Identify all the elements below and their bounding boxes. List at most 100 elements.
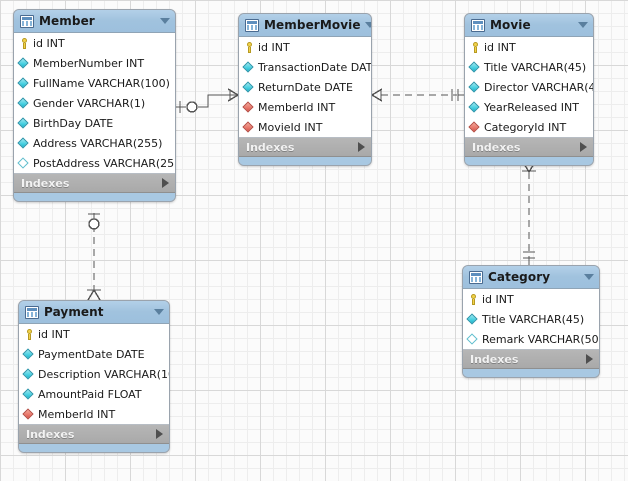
column-row[interactable]: MovieId INT [239,117,371,137]
diamond-glyph [22,367,34,380]
indexes-section-category[interactable]: Indexes [463,350,599,369]
diamond-glyph [466,332,478,345]
column-row[interactable]: PostAddress VARCHAR(255) [14,153,175,173]
table-title: MemberMovie [264,18,361,32]
column-row[interactable]: Title VARCHAR(45) [463,309,599,329]
chevron-down-icon[interactable] [154,309,164,315]
column-icon [242,80,256,94]
column-row[interactable]: Title VARCHAR(45) [465,57,593,77]
diamond-glyph [17,156,29,169]
column-label: PaymentDate DATE [38,347,145,361]
column-row[interactable]: Remark VARCHAR(500) [463,329,599,349]
indexes-label: Indexes [21,176,70,190]
expand-right-icon[interactable] [580,142,587,152]
column-label: Title VARCHAR(45) [482,312,585,326]
column-label: PostAddress VARCHAR(255) [33,156,176,170]
column-label: Address VARCHAR(255) [33,136,163,150]
chevron-down-icon[interactable] [364,22,371,28]
diamond-glyph [242,120,254,133]
column-row[interactable]: id INT [465,37,593,57]
column-label: Description VARCHAR(100) [38,367,169,381]
expand-right-icon[interactable] [586,354,593,364]
table-footer [465,157,593,165]
indexes-label: Indexes [470,352,519,366]
column-icon [468,80,482,94]
table-icon [471,18,485,32]
column-label: id INT [38,327,70,341]
table-payment[interactable]: Payment id INT PaymentDate DATE Description… [18,300,170,453]
column-row[interactable]: PaymentDate DATE [19,344,169,364]
column-row[interactable]: Gender VARCHAR(1) [14,93,175,113]
table-category[interactable]: Category id INT Title VARCHAR(45) Remark VA… [462,265,600,378]
primary-key-icon [467,293,480,306]
expand-right-icon[interactable] [358,142,365,152]
column-row[interactable]: FullName VARCHAR(100) [14,73,175,93]
table-footer [14,193,175,201]
table-header-movie[interactable]: Movie [465,14,593,37]
table-header-payment[interactable]: Payment [19,301,169,324]
table-header-category[interactable]: Category [463,266,599,289]
column-label: CategoryId INT [484,120,567,134]
column-row[interactable]: YearReleased INT [465,97,593,117]
table-header-member[interactable]: Member [14,10,175,33]
column-list: id INT Title VARCHAR(45) Remark VARCHAR(50… [463,289,599,350]
column-label: Title VARCHAR(45) [484,60,587,74]
foreign-key-icon [242,120,256,134]
table-icon [469,270,483,284]
column-icon [22,347,36,361]
column-label: id INT [33,36,65,50]
column-row[interactable]: MemberId INT [19,404,169,424]
diamond-glyph [468,120,480,133]
expand-right-icon[interactable] [156,429,163,439]
column-icon [242,60,256,74]
primary-key-icon [243,41,256,54]
column-label: Gender VARCHAR(1) [33,96,146,110]
column-icon [17,96,31,110]
indexes-section-payment[interactable]: Indexes [19,425,169,444]
primary-key-icon [23,328,36,341]
column-row[interactable]: BirthDay DATE [14,113,175,133]
expand-right-icon[interactable] [162,178,169,188]
connector-member-membermovie [176,88,239,113]
column-icon [17,76,31,90]
column-label: AmountPaid FLOAT [38,387,142,401]
diamond-glyph [468,60,480,73]
chevron-down-icon[interactable] [584,274,594,280]
indexes-section-member[interactable]: Indexes [14,174,175,193]
column-row[interactable]: TransactionDate DATE [239,57,371,77]
chevron-down-icon[interactable] [578,22,588,28]
column-list: id INT Title VARCHAR(45) Director VARCHAR(… [465,37,593,138]
foreign-key-icon [22,407,36,421]
column-label: YearReleased INT [484,100,579,114]
table-footer [19,444,169,452]
column-row[interactable]: AmountPaid FLOAT [19,384,169,404]
table-membermovie[interactable]: MemberMovie id INT TransactionDate DATE Ret… [238,13,372,166]
column-row[interactable]: id INT [19,324,169,344]
column-row[interactable]: Description VARCHAR(100) [19,364,169,384]
connector-membermovie-movie [371,88,464,102]
indexes-section-membermovie[interactable]: Indexes [239,138,371,157]
column-row[interactable]: MemberId INT [239,97,371,117]
column-row[interactable]: MemberNumber INT [14,53,175,73]
table-icon [25,305,39,319]
column-row[interactable]: ReturnDate DATE [239,77,371,97]
column-row[interactable]: Address VARCHAR(255) [14,133,175,153]
column-row[interactable]: id INT [463,289,599,309]
column-icon [22,387,36,401]
chevron-down-icon[interactable] [160,18,170,24]
diamond-glyph [17,56,29,69]
column-label: id INT [258,40,290,54]
column-row[interactable]: Director VARCHAR(45) [465,77,593,97]
column-row[interactable]: id INT [239,37,371,57]
column-label: TransactionDate DATE [258,60,372,74]
column-row[interactable]: CategoryId INT [465,117,593,137]
indexes-section-movie[interactable]: Indexes [465,138,593,157]
column-row[interactable]: id INT [14,33,175,53]
table-header-membermovie[interactable]: MemberMovie [239,14,371,37]
table-title: Category [488,270,551,284]
column-label: MemberId INT [38,407,116,421]
diamond-glyph [242,80,254,93]
